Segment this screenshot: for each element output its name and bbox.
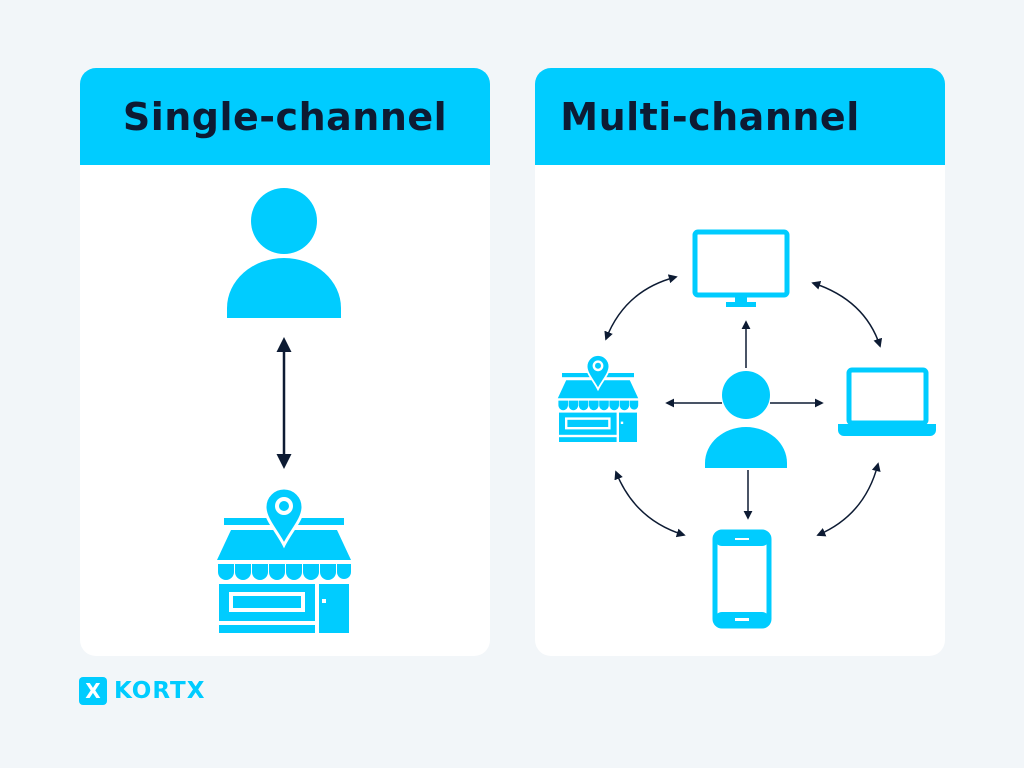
store-icon (215, 486, 353, 635)
panel-title: Single-channel (122, 94, 448, 139)
phone-icon (712, 529, 772, 629)
laptop-icon (838, 367, 936, 436)
panel-header: Multi-channel (535, 68, 945, 165)
logo-wordmark: KORTX (114, 678, 206, 704)
kortx-logo: X KORTX (79, 677, 205, 705)
multi-channel-panel: Multi-channel (535, 68, 945, 656)
monitor-icon (692, 229, 790, 307)
person-icon (227, 188, 341, 318)
store-icon (556, 354, 640, 443)
panel-title: Multi-channel (560, 94, 860, 139)
connection-arrows (604, 274, 883, 538)
panel-header: Single-channel (80, 68, 490, 165)
person-icon (705, 371, 787, 468)
logo-mark: X (79, 677, 107, 705)
